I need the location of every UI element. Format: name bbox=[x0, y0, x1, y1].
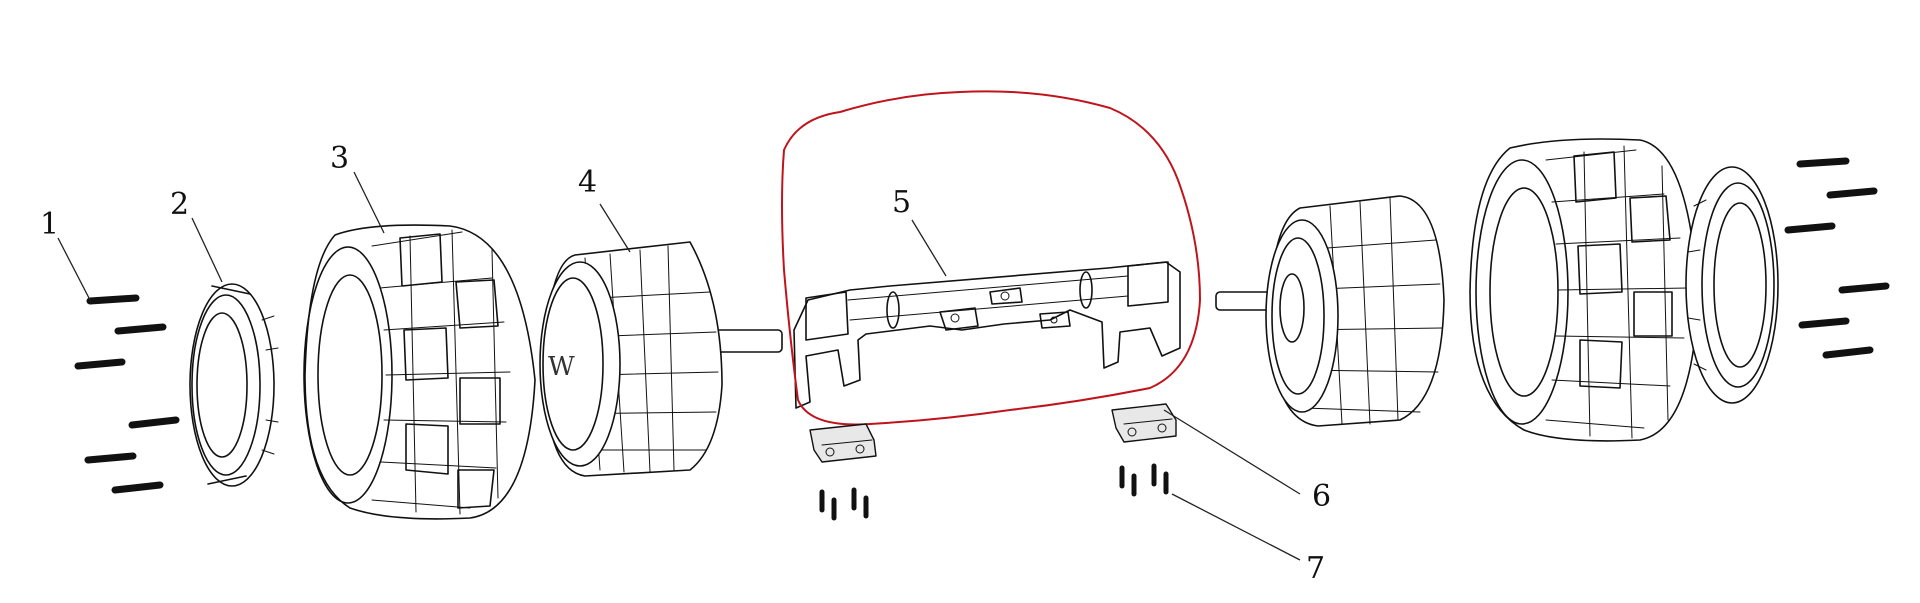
part-2-flange-ring bbox=[189, 283, 279, 487]
screws-right bbox=[1784, 157, 1890, 359]
part-7-small-screws bbox=[819, 463, 1169, 521]
motor-right bbox=[1215, 195, 1445, 427]
callout-labels: 1 2 3 4 5 6 7 bbox=[40, 141, 1331, 586]
part-1-screws-left bbox=[74, 294, 180, 494]
part-4-motor-left: W bbox=[539, 241, 783, 477]
callout-7: 7 bbox=[1306, 551, 1325, 586]
callout-1: 1 bbox=[40, 207, 59, 242]
flange-ring-right bbox=[1685, 166, 1779, 404]
callout-4: 4 bbox=[578, 165, 597, 200]
motor-logo: W bbox=[548, 352, 575, 382]
callout-2: 2 bbox=[170, 187, 189, 222]
wheel-housing-right bbox=[1469, 138, 1699, 442]
highlight-outline bbox=[781, 90, 1202, 426]
part-6-clamp-blocks bbox=[809, 403, 1177, 463]
leader-lines bbox=[57, 171, 1301, 561]
callout-6: 6 bbox=[1312, 479, 1331, 514]
part-3-wheel-housing-left bbox=[303, 224, 536, 520]
callout-5: 5 bbox=[892, 185, 911, 220]
part-5-axle-bracket bbox=[793, 261, 1181, 409]
callout-3: 3 bbox=[330, 141, 349, 176]
